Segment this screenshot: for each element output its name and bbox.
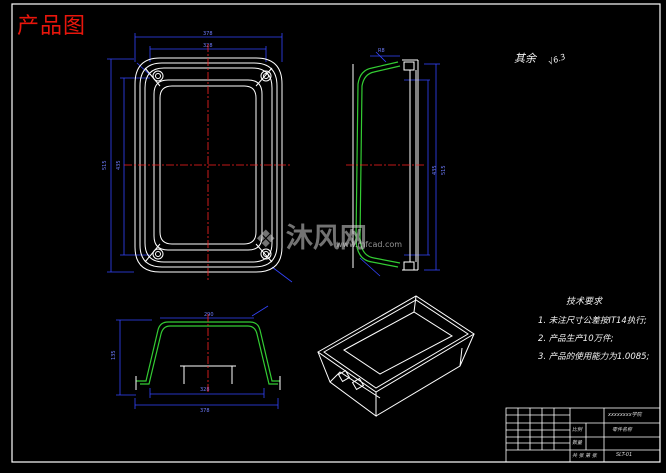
svg-text:515: 515 xyxy=(102,160,108,170)
svg-text:515: 515 xyxy=(441,165,447,175)
technical-requirement-item: 2. 产品生产10万件; xyxy=(538,334,614,344)
side-section-view: 515 435 R8 xyxy=(346,48,447,277)
title-block-sheet-label: 共 张 第 张 xyxy=(572,453,597,459)
front-section-view: 135 378 328 290 xyxy=(111,305,281,414)
drawing-border xyxy=(11,3,661,463)
rest-roughness-note: 其余 √6.3 xyxy=(514,50,567,67)
watermark-logo: ❖ 沐风网 xyxy=(255,216,367,255)
title-block-part-name: 零件名称 xyxy=(612,427,633,433)
watermark-url: www.mfcad.com xyxy=(336,240,403,249)
svg-text:328: 328 xyxy=(200,387,210,393)
svg-text:435: 435 xyxy=(432,165,438,175)
svg-text:378: 378 xyxy=(200,408,210,414)
svg-text:378: 378 xyxy=(203,31,213,37)
technical-requirement-item: 3. 产品的使用能力为1.0085; xyxy=(538,352,650,362)
watermark-brand: 沐风网 xyxy=(285,223,367,254)
technical-requirement-item: 1. 未注尺寸公差按IT14执行; xyxy=(538,316,647,326)
svg-text:R8: R8 xyxy=(378,48,385,54)
title-block-drawing-no: SLT-01 xyxy=(616,452,633,458)
svg-text:435: 435 xyxy=(116,160,122,170)
watermark-logo-icon: ❖ xyxy=(255,225,277,253)
svg-text:290: 290 xyxy=(204,312,214,318)
page-title: 产品图 xyxy=(17,14,87,39)
title-block-school: xxxxxxxx学院 xyxy=(608,412,642,418)
title-block xyxy=(505,407,661,463)
title-block-scale-label: 比例 xyxy=(572,427,583,433)
roughness-symbol-value: 6.3 xyxy=(551,52,567,66)
rest-roughness-label: 其余 xyxy=(514,52,536,65)
isometric-view xyxy=(317,295,475,417)
top-view: 378 328 515 435 xyxy=(102,31,293,283)
roughness-symbol-icon: √6.3 xyxy=(546,52,567,67)
technical-requirements-title: 技术要求 xyxy=(566,297,603,307)
title-block-qty-label: 数量 xyxy=(572,440,583,446)
svg-text:135: 135 xyxy=(111,350,117,360)
